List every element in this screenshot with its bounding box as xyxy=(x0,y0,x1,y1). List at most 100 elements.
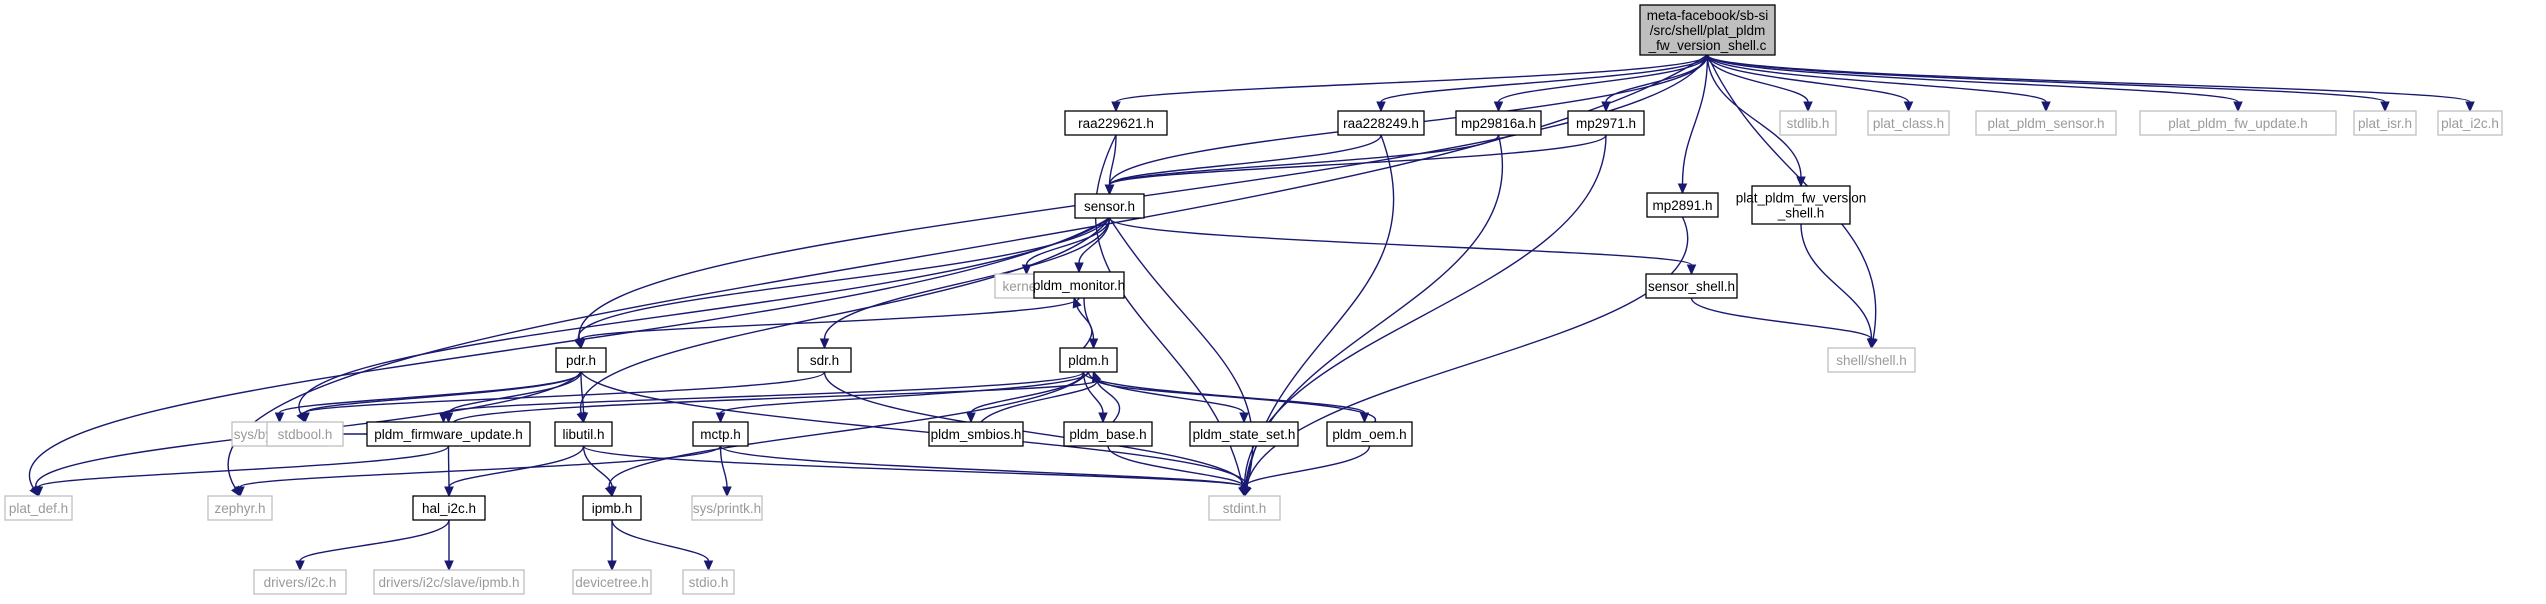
node-mp29816a[interactable]: mp29816a.h xyxy=(1455,110,1542,136)
node-raa228249[interactable]: raa228249.h xyxy=(1337,110,1425,136)
node-sensor_shell[interactable]: sensor_shell.h xyxy=(1645,273,1738,299)
node-label-plat_isr: plat_isr.h xyxy=(2358,116,2412,131)
node-label-sensor_shell: sensor_shell.h xyxy=(1648,279,1735,294)
node-pldm_monitor[interactable]: pldm_monitor.h xyxy=(1033,271,1125,299)
arrowhead-sensor_shell-to-shell xyxy=(1866,338,1877,350)
node-label-raa229621: raa229621.h xyxy=(1078,116,1154,131)
node-label-stdint: stdint.h xyxy=(1223,501,1267,516)
node-box-pdr xyxy=(555,347,607,373)
node-label-plat_pldm_fw_version_shell_h: plat_pldm_fw_version xyxy=(1736,191,1867,206)
edge-sdr-to-stdbool xyxy=(304,371,826,414)
arrowhead-hal_i2c-to-drivers_i2c_slave_ipmb xyxy=(444,560,454,572)
node-mctp[interactable]: mctp.h xyxy=(692,421,749,447)
node-label-plat_pldm_sensor: plat_pldm_sensor.h xyxy=(1987,116,2104,131)
node-box-sdr xyxy=(797,347,852,373)
node-box-sensor_shell xyxy=(1645,273,1738,299)
node-pdr[interactable]: pdr.h xyxy=(555,347,607,373)
node-root[interactable]: meta-facebook/sb-si/src/shell/plat_pldm_… xyxy=(1639,4,1776,56)
edge-root-to-raa228249 xyxy=(1380,54,1709,103)
node-label-shell: shell/shell.h xyxy=(1836,353,1907,368)
edge-pldm-to-pldm_monitor xyxy=(1076,306,1093,349)
node-box-plat_def xyxy=(4,495,73,521)
arrowhead-root-to-plat_pldm_fw_update xyxy=(2233,101,2243,113)
node-plat_pldm_fw_version_shell_h[interactable]: plat_pldm_fw_version_shell.h xyxy=(1736,185,1867,225)
node-label-root: _fw_version_shell.c xyxy=(1648,38,1767,53)
node-label-pldm_firmware_update: pldm_firmware_update.h xyxy=(374,427,523,442)
node-label-stdlib: stdlib.h xyxy=(1787,116,1830,131)
node-box-raa229621 xyxy=(1064,110,1168,136)
node-box-shell xyxy=(1827,347,1916,373)
node-box-pldm_base xyxy=(1063,421,1153,447)
edge-pldm-to-pldm_smbios xyxy=(970,371,1085,414)
arrowhead-hal_i2c-to-drivers_i2c xyxy=(295,560,305,572)
node-label-devicetree: devicetree.h xyxy=(575,575,649,590)
node-label-ipmb: ipmb.h xyxy=(592,501,633,516)
node-box-root xyxy=(1639,4,1776,56)
arrowhead-root-to-plat_pldm_sensor xyxy=(2041,101,2051,113)
edge-root-to-plat_pldm_fw_update xyxy=(1706,54,2239,103)
arrowhead-root-to-plat_i2c xyxy=(2465,101,2475,113)
edge-root-to-plat_isr xyxy=(1706,54,2386,103)
arrowhead-ipmb-to-devicetree xyxy=(607,560,617,572)
edge-hal_i2c-to-drivers_i2c xyxy=(299,519,450,562)
node-sensor[interactable]: sensor.h xyxy=(1074,193,1145,219)
arrowhead-mctp-to-stdint xyxy=(1239,486,1250,498)
edge-pldm-to-pldm_state_set xyxy=(1087,371,1245,414)
node-pldm_oem[interactable]: pldm_oem.h xyxy=(1326,421,1413,447)
edge-pldm_oem-to-pldm xyxy=(1095,379,1376,423)
edge-pldm_base-to-stdint xyxy=(1107,445,1246,488)
node-label-pdr: pdr.h xyxy=(566,353,596,368)
node-sdr[interactable]: sdr.h xyxy=(797,347,852,373)
node-label-stdio: stdio.h xyxy=(689,575,729,590)
arrowhead-pldm-to-mctp xyxy=(715,412,726,424)
node-label-pldm_smbios: pldm_smbios.h xyxy=(931,427,1022,442)
node-pldm_firmware_update[interactable]: pldm_firmware_update.h xyxy=(366,421,531,447)
node-box-plat_isr xyxy=(2353,110,2417,136)
node-pldm_smbios[interactable]: pldm_smbios.h xyxy=(928,421,1024,447)
arrowhead-sensor-to-sensor_shell xyxy=(1686,264,1697,276)
node-pldm_base[interactable]: pldm_base.h xyxy=(1063,421,1153,447)
edge-pldm-to-mctp xyxy=(719,371,1090,414)
edge-root-to-plat_pldm_fw_version_shell_h xyxy=(1706,54,1802,178)
node-label-mctp: mctp.h xyxy=(700,427,741,442)
node-box-printk xyxy=(691,495,763,521)
edge-pdr-to-stdbool xyxy=(304,371,582,414)
node-label-libutil: libutil.h xyxy=(562,427,604,442)
node-box-libutil xyxy=(554,421,613,447)
edge-root-to-plat_i2c xyxy=(1706,54,2471,103)
node-shell: shell/shell.h xyxy=(1827,347,1916,373)
node-raa229621[interactable]: raa229621.h xyxy=(1064,110,1168,136)
node-box-mp2971 xyxy=(1567,110,1645,136)
node-box-hal_i2c xyxy=(412,495,486,521)
node-label-root: /src/shell/plat_pldm xyxy=(1650,23,1766,38)
edge-pdr-to-pldm_firmware_update xyxy=(447,371,582,414)
node-label-plat_i2c: plat_i2c.h xyxy=(2441,116,2499,131)
node-ipmb[interactable]: ipmb.h xyxy=(582,495,642,521)
edge-pldm_monitor-to-pdr xyxy=(580,297,1080,340)
arrowhead-pldm_monitor-to-pdr xyxy=(576,338,586,350)
node-box-devicetree xyxy=(572,569,652,595)
node-stdio: stdio.h xyxy=(682,569,735,595)
node-box-mp29816a xyxy=(1455,110,1542,136)
node-drivers_i2c: drivers/i2c.h xyxy=(253,569,347,595)
node-label-zephyr: zephyr.h xyxy=(214,501,265,516)
node-pldm[interactable]: pldm.h xyxy=(1059,347,1118,373)
node-mp2891[interactable]: mp2891.h xyxy=(1646,192,1719,218)
node-stdlib: stdlib.h xyxy=(1779,110,1837,136)
node-drivers_i2c_slave_ipmb: drivers/i2c/slave/ipmb.h xyxy=(373,569,525,595)
node-label-pldm_base: pldm_base.h xyxy=(1069,427,1146,442)
node-pldm_state_set[interactable]: pldm_state_set.h xyxy=(1189,421,1299,447)
node-box-pldm_oem xyxy=(1326,421,1413,447)
node-label-hal_i2c: hal_i2c.h xyxy=(422,501,476,516)
node-label-mp2891: mp2891.h xyxy=(1652,198,1712,213)
arrowhead-root-to-raa228249 xyxy=(1376,101,1386,113)
node-box-plat_class xyxy=(1867,110,1950,136)
edge-ipmb-to-stdio xyxy=(611,519,710,562)
node-box-stdlib xyxy=(1779,110,1837,136)
node-label-pldm_state_set: pldm_state_set.h xyxy=(1193,427,1296,442)
arrowhead-pldm-to-pldm_smbios xyxy=(966,412,976,424)
node-libutil[interactable]: libutil.h xyxy=(554,421,613,447)
node-mp2971[interactable]: mp2971.h xyxy=(1567,110,1645,136)
node-hal_i2c[interactable]: hal_i2c.h xyxy=(412,495,486,521)
edge-pldm-to-pldm_oem xyxy=(1082,371,1366,414)
